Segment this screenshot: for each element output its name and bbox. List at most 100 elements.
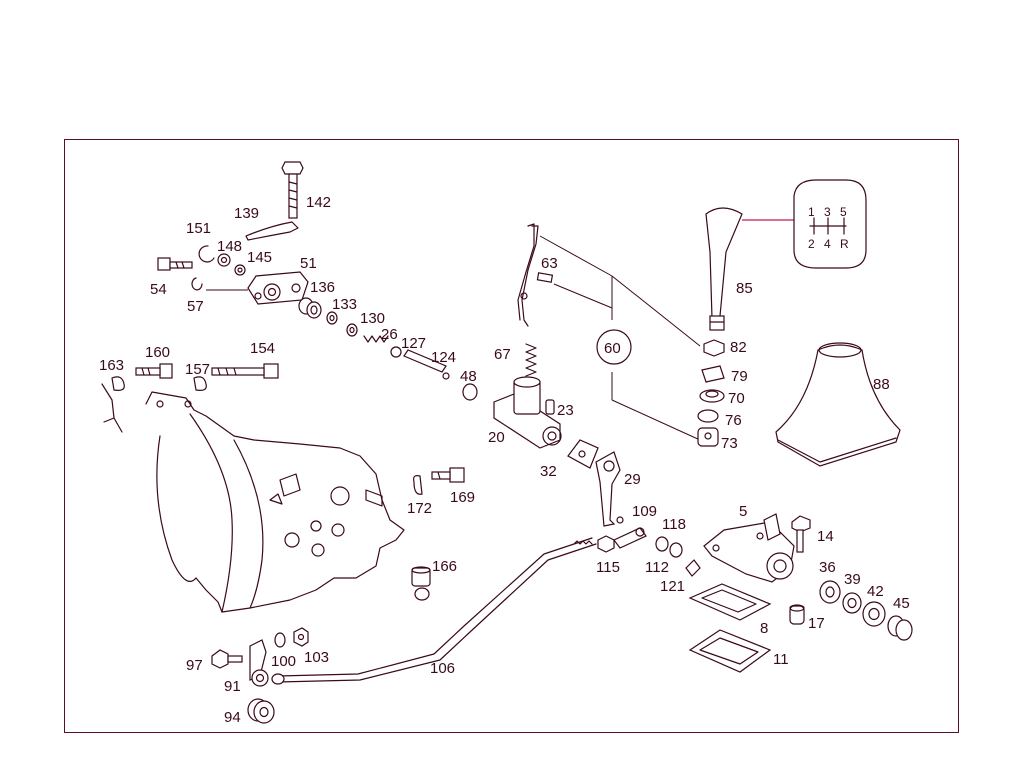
bushing-94[interactable]	[247, 698, 275, 724]
sleeve-17[interactable]	[789, 604, 805, 625]
bracket-51[interactable]	[247, 271, 309, 305]
label-127: 127	[401, 335, 426, 352]
label-109: 109	[632, 503, 657, 520]
label-45: 45	[893, 595, 910, 612]
label-142: 142	[306, 194, 331, 211]
label-133: 133	[332, 296, 357, 313]
label-63: 63	[541, 255, 558, 272]
washer-100[interactable]	[274, 632, 286, 648]
label-85: 85	[736, 280, 753, 297]
shift-rod-106[interactable]	[271, 537, 597, 685]
bolt-160[interactable]	[135, 363, 173, 379]
gasket-32[interactable]	[567, 439, 599, 469]
label-91: 91	[224, 678, 241, 695]
shift-rod-63[interactable]	[517, 223, 539, 327]
washer-145[interactable]	[234, 264, 246, 276]
clip-121[interactable]	[685, 559, 701, 577]
label-112: 112	[645, 559, 669, 576]
pin-63[interactable]	[536, 272, 554, 283]
wire-163	[101, 383, 123, 433]
bushing-45[interactable]	[887, 615, 913, 641]
spring-clip-139[interactable]	[245, 221, 299, 241]
label-11: 11	[773, 651, 789, 668]
bolt-54[interactable]	[157, 257, 193, 271]
sleeve-73[interactable]	[697, 427, 719, 447]
label-103: 103	[304, 649, 329, 666]
clip-172[interactable]	[413, 475, 423, 495]
washer-133[interactable]	[326, 311, 338, 325]
nut-103[interactable]	[293, 627, 309, 647]
bolt-169[interactable]	[431, 467, 465, 483]
label-5: 5	[739, 503, 747, 520]
shift-boot-88[interactable]	[775, 342, 901, 467]
spring-26[interactable]	[363, 335, 389, 343]
label-115: 115	[596, 559, 620, 576]
label-23: 23	[557, 402, 574, 419]
label-130: 130	[360, 310, 385, 327]
label-100: 100	[271, 653, 296, 670]
pin-23[interactable]	[545, 399, 555, 415]
label-82: 82	[730, 339, 747, 356]
pin-124[interactable]	[403, 349, 450, 380]
bushing-112[interactable]	[669, 542, 683, 558]
bolt-142[interactable]	[281, 161, 304, 219]
washer-130[interactable]	[346, 323, 358, 337]
lever-29[interactable]	[595, 451, 624, 527]
washer-157[interactable]	[193, 376, 207, 391]
nut-82[interactable]	[703, 339, 725, 357]
label-20: 20	[488, 429, 505, 446]
label-42: 42	[867, 583, 884, 600]
washer-127[interactable]	[390, 346, 402, 358]
label-121: 121	[660, 578, 685, 595]
pattern-gear-r: R	[840, 237, 849, 251]
label-29: 29	[624, 471, 641, 488]
washer-163[interactable]	[111, 376, 125, 391]
label-169: 169	[450, 489, 475, 506]
washer-148[interactable]	[217, 253, 231, 267]
label-48: 48	[460, 368, 477, 385]
shifter-base-5[interactable]	[703, 513, 795, 583]
ring-70[interactable]	[699, 389, 725, 403]
pattern-gear-4: 4	[824, 237, 831, 251]
label-8: 8	[760, 620, 768, 637]
selector-body-20[interactable]	[493, 376, 562, 449]
bolt-97[interactable]	[211, 649, 243, 669]
sleeve-79[interactable]	[701, 365, 725, 383]
ring-76[interactable]	[697, 409, 719, 423]
label-163: 163	[99, 357, 124, 374]
label-73: 73	[721, 435, 738, 452]
gasket-8[interactable]	[688, 583, 772, 621]
shift-knob-85[interactable]	[705, 207, 743, 331]
bracket-91[interactable]	[249, 639, 269, 687]
label-54: 54	[150, 281, 167, 298]
star-washer-39[interactable]	[842, 592, 862, 614]
label-172: 172	[407, 500, 432, 517]
clip-109[interactable]	[613, 527, 647, 549]
bolt-154[interactable]	[211, 363, 279, 379]
washer-36[interactable]	[819, 580, 841, 604]
cap-48[interactable]	[462, 383, 478, 401]
label-67: 67	[494, 346, 511, 363]
circlip-151[interactable]	[198, 245, 215, 263]
bolt-14[interactable]	[791, 515, 811, 553]
transmission-housing	[145, 391, 405, 613]
label-94: 94	[224, 709, 241, 726]
bushing-118[interactable]	[655, 536, 669, 552]
label-26: 26	[381, 326, 398, 343]
bushing-136[interactable]	[298, 297, 322, 319]
label-124: 124	[431, 349, 456, 366]
label-57: 57	[187, 298, 204, 315]
plug-166[interactable]	[411, 566, 431, 601]
callout-60	[539, 235, 701, 441]
washer-42[interactable]	[862, 601, 886, 627]
washer-57[interactable]	[191, 277, 203, 291]
spring-67[interactable]	[525, 343, 537, 377]
pattern-gear-5: 5	[840, 205, 847, 219]
label-106: 106	[430, 660, 455, 677]
label-97: 97	[186, 657, 203, 674]
label-160: 160	[145, 344, 170, 361]
pattern-gear-1: 1	[808, 205, 815, 219]
label-60: 60	[604, 340, 621, 357]
nut-115[interactable]	[597, 535, 615, 553]
frame-11[interactable]	[688, 629, 772, 673]
